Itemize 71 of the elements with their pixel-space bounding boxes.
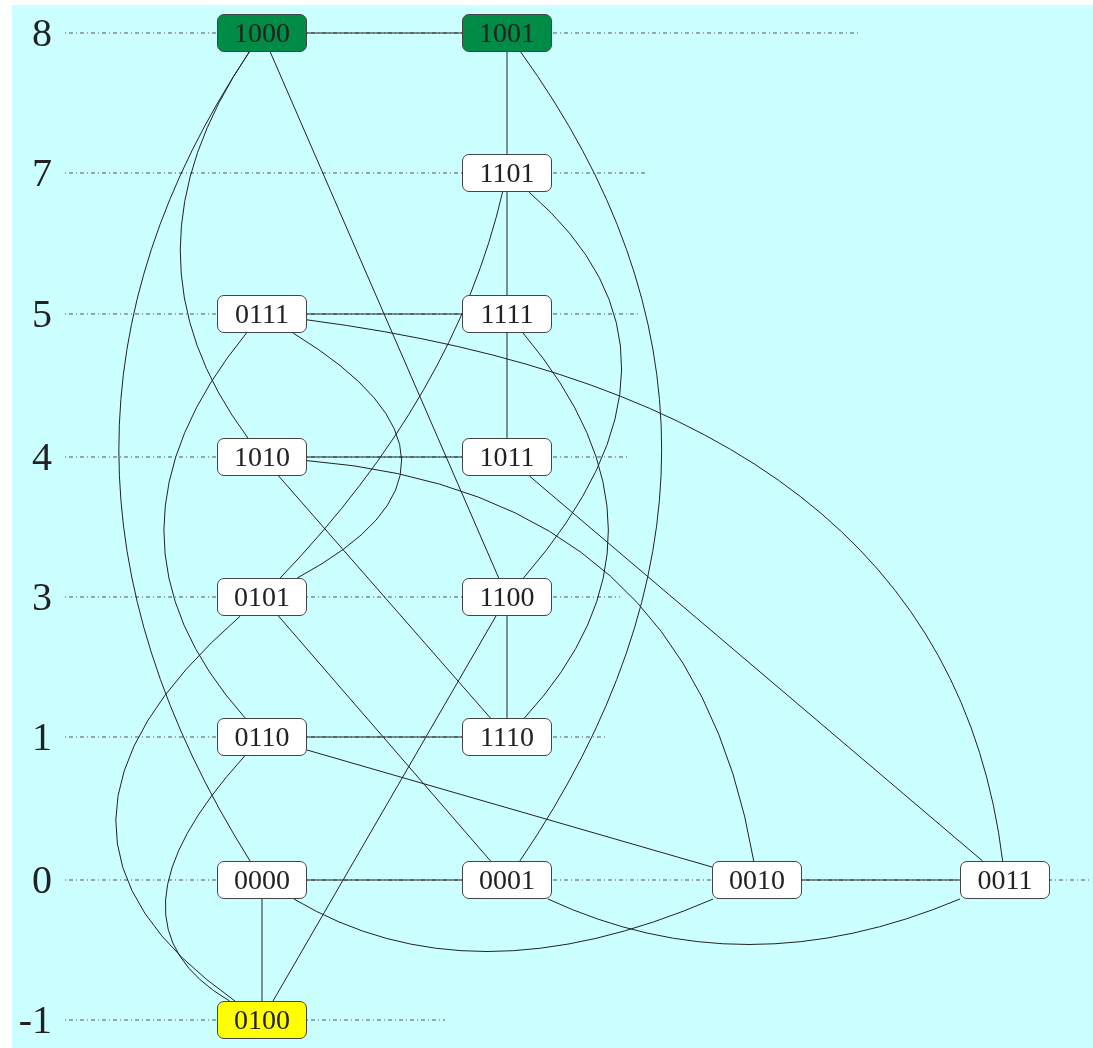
level-label: 7: [31, 153, 52, 193]
state-box: [217, 578, 307, 616]
state-box: [217, 438, 307, 476]
state-box: [462, 578, 552, 616]
level-label: 1: [31, 717, 52, 757]
connector-line: [506, 51, 508, 155]
state-code: 1011: [479, 443, 535, 471]
state-box: [217, 295, 307, 333]
connector-line: [506, 615, 508, 719]
level-label: -1: [17, 1000, 52, 1040]
state-code: 1110: [480, 723, 534, 751]
connector-line: [528, 475, 984, 862]
state-code: 1000: [234, 19, 290, 47]
level-label: 5: [31, 294, 52, 334]
connector-line: [165, 755, 246, 1002]
connector-line: [506, 191, 508, 296]
state-box: [217, 718, 307, 756]
connector-line: [306, 456, 463, 458]
state-box: [462, 295, 552, 333]
connector-line: [306, 313, 463, 315]
state-box: [462, 718, 552, 756]
connector-line: [523, 191, 623, 579]
state-code: 1111: [480, 300, 534, 328]
connector-line: [547, 898, 961, 945]
state-code: 0011: [977, 866, 1033, 894]
connector-line: [292, 332, 403, 579]
connector-line: [506, 332, 508, 439]
connector-line: [519, 51, 663, 862]
level-label: 0: [31, 860, 52, 900]
state-box: [960, 861, 1050, 899]
state-code: 0110: [234, 723, 290, 751]
connector-line: [277, 615, 492, 862]
state-code: 0010: [729, 866, 785, 894]
connector-line: [115, 615, 241, 1002]
connector-line: [801, 879, 961, 881]
connector-line: [306, 879, 463, 881]
state-code: 0111: [235, 300, 289, 328]
level-label: 8: [31, 13, 52, 53]
connector-line: [293, 898, 714, 952]
connector-line: [306, 460, 755, 862]
state-code: 1101: [479, 159, 535, 187]
state-code: 0001: [479, 866, 535, 894]
state-box: [462, 14, 552, 52]
connector-line: [306, 32, 463, 34]
connector-line: [278, 475, 491, 719]
state-code: 1001: [479, 19, 535, 47]
state-code: 0100: [234, 1006, 290, 1034]
connector-line: [179, 51, 250, 439]
connector-line: [306, 319, 1004, 862]
connector-line: [118, 51, 251, 862]
connector-line: [306, 736, 463, 738]
state-code: 1100: [479, 583, 535, 611]
state-code: 1010: [234, 443, 290, 471]
connector-line: [261, 898, 263, 1002]
connector-line: [163, 332, 247, 719]
connector-line: [272, 615, 497, 1002]
state-box: [462, 861, 552, 899]
connector-line: [522, 332, 609, 719]
state-box: [217, 14, 307, 52]
state-code: 0101: [234, 583, 290, 611]
level-label: 3: [31, 577, 52, 617]
state-code: 0000: [234, 866, 290, 894]
connector-line: [269, 51, 500, 579]
state-box: [217, 861, 307, 899]
state-box: [462, 154, 552, 192]
level-label: 4: [31, 437, 52, 477]
state-box: [712, 861, 802, 899]
state-box: [217, 1001, 307, 1039]
state-box: [462, 438, 552, 476]
connector-line: [279, 191, 504, 579]
connector-line: [306, 749, 713, 868]
